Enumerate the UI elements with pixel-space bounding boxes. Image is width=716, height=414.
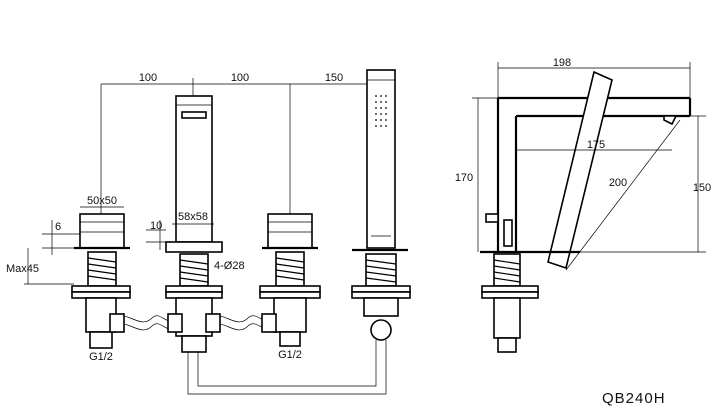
side-view: 198 170 <box>455 57 711 353</box>
dim-body-height: 170 <box>455 172 473 184</box>
dim-spout-projection: 175 <box>587 139 605 151</box>
height-dimensions: 170 150 <box>455 97 711 253</box>
spout-side <box>480 70 692 270</box>
model-code: QB240H <box>602 390 666 407</box>
hand-shower <box>351 69 411 341</box>
front-view: 100 100 150 50x50 G1/2 6 <box>6 69 411 395</box>
thread-label-right: G1/2 <box>278 349 302 361</box>
shower-nozzle-dots <box>375 95 387 127</box>
projection-dimensions: 175 200 <box>516 119 681 271</box>
dim-reach: 198 <box>553 57 571 69</box>
dim-spacing-3: 150 <box>325 72 343 84</box>
left-handle: 50x50 G1/2 <box>71 195 131 363</box>
spout: 10 58x58 4-Ø28 <box>146 95 245 353</box>
reach-dimension: 198 <box>497 57 691 100</box>
connecting-hoses <box>109 313 387 395</box>
dim-spout-size: 58x58 <box>178 211 208 223</box>
dim-handle-size: 50x50 <box>87 195 117 207</box>
thread-label-left: G1/2 <box>89 351 113 363</box>
dim-handle-gap: 6 <box>55 221 61 233</box>
dim-spout-gap: 10 <box>150 220 162 232</box>
top-dimension-chain: 100 100 150 <box>100 72 370 218</box>
side-mount <box>481 253 539 353</box>
dim-spacing-2: 100 <box>231 72 249 84</box>
dim-diagonal: 200 <box>609 177 627 189</box>
deck-dimensions: 6 Max45 <box>6 220 80 285</box>
dim-hole-dia: 4-Ø28 <box>214 260 245 272</box>
dim-spacing-1: 100 <box>139 72 157 84</box>
dim-outlet-height: 150 <box>693 182 711 194</box>
dim-max-deck: Max45 <box>6 263 39 275</box>
right-handle: G1/2 <box>259 213 321 361</box>
